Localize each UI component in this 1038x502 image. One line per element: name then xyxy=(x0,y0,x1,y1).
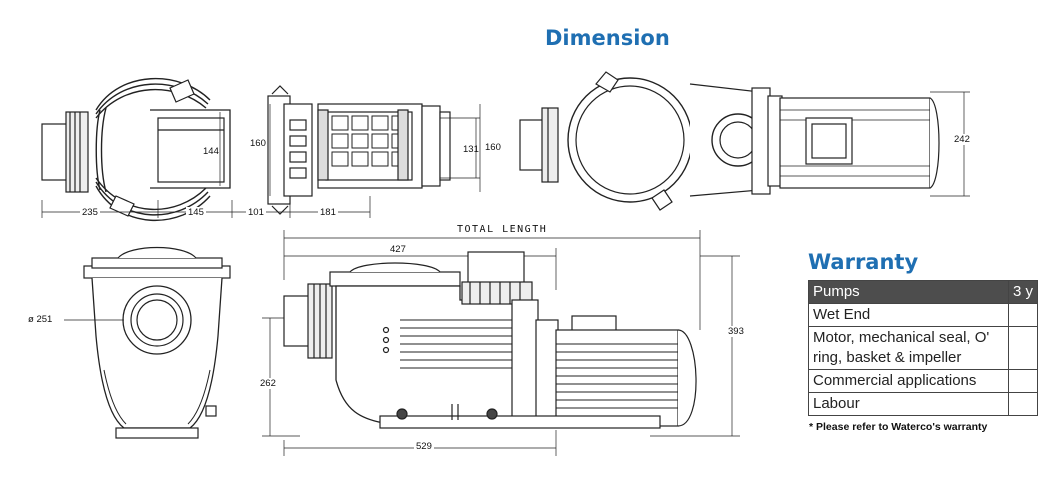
table-row: Labour xyxy=(808,392,1038,416)
top-view-drawing xyxy=(41,77,481,222)
dim-427: 427 xyxy=(388,244,408,255)
warranty-note: * Please refer to Waterco's warranty xyxy=(809,421,988,433)
table-row: Motor, mechanical seal, O' ring, basket … xyxy=(808,326,1038,370)
dim-242: 242 xyxy=(952,134,972,145)
dim-235: 235 xyxy=(80,207,100,218)
table-row: Wet End xyxy=(808,303,1038,327)
dim-393: 393 xyxy=(726,326,746,337)
dim-144: 144 xyxy=(203,146,219,157)
table-row: Commercial applications xyxy=(808,369,1038,393)
total-length-label: TOTAL LENGTH xyxy=(457,224,548,235)
warranty-heading: Warranty xyxy=(808,250,919,274)
dim-160-right: 160 xyxy=(485,142,501,153)
warranty-item: Labour xyxy=(808,392,1009,416)
side-view-drawing xyxy=(262,230,740,456)
warranty-item: Motor, mechanical seal, O' ring, basket … xyxy=(808,326,1009,370)
dim-529: 529 xyxy=(414,441,434,452)
warranty-period xyxy=(1008,392,1038,416)
dim-160: 160 xyxy=(250,138,266,149)
warranty-period xyxy=(1008,303,1038,327)
warranty-period xyxy=(1008,326,1038,370)
front-view-drawing xyxy=(64,246,231,439)
warranty-period xyxy=(1008,369,1038,393)
dim-101: 101 xyxy=(246,207,266,218)
warranty-item: Wet End xyxy=(808,303,1009,327)
dim-181: 181 xyxy=(318,207,338,218)
warranty-item: Commercial applications xyxy=(808,369,1009,393)
dim-131: 131 xyxy=(463,144,479,155)
warranty-header-period: 3 y xyxy=(1008,280,1038,304)
dim-145: 145 xyxy=(186,207,206,218)
warranty-header-pumps: Pumps xyxy=(808,280,1009,304)
dim-diameter-251: ø 251 xyxy=(28,314,53,325)
warranty-table: Pumps 3 y Wet End Motor, mechanical seal… xyxy=(808,280,1038,416)
end-view-drawing xyxy=(519,71,970,211)
warranty-header-row: Pumps 3 y xyxy=(808,280,1038,304)
dim-262: 262 xyxy=(258,378,278,389)
dimension-heading: Dimension xyxy=(545,26,670,50)
